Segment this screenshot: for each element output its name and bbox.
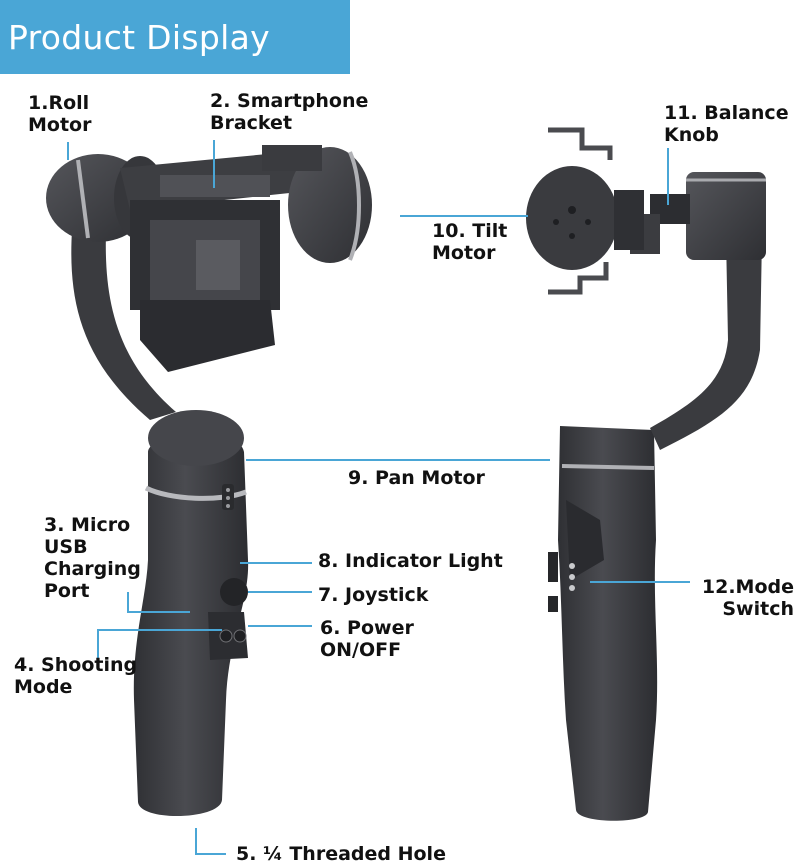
leader-shooting-mode [97,629,222,662]
front-gimbal [46,145,372,817]
label-indicator-light: 8. Indicator Light [318,550,503,572]
pan-silver-ring [144,485,247,501]
leader-usb-port [127,592,190,613]
label-mode-switch: 12.Mode Switch [701,576,794,620]
front-tilt-motor [262,145,372,263]
leader-lines [67,140,690,855]
side-gimbal [526,127,766,821]
label-shooting-mode: 4. Shooting Mode [14,654,138,698]
front-indicator-light [222,484,234,510]
pan-motor [148,410,244,466]
page-title: Product Display [8,18,270,57]
label-pan-motor: 9. Pan Motor [348,467,485,489]
smartphone-bracket-body [120,150,318,372]
leader-threaded-hole [195,828,226,855]
label-power: 6. Power ON/OFF [320,617,414,661]
label-roll-motor: 1.Roll Motor [28,92,92,136]
side-phone-clamp [548,127,613,295]
front-buttons [208,612,248,660]
label-balance-knob: 11. Balance Knob [664,102,789,146]
title-banner: Product Display [0,0,350,74]
label-threaded-hole: 5. ¼ Threaded Hole [236,843,446,865]
side-arm [650,236,762,450]
label-tilt-motor: 10. Tilt Motor [432,220,508,264]
label-smartphone-bracket: 2. Smartphone Bracket [210,90,369,134]
front-arm [71,230,176,420]
balance-knob-body [630,172,766,260]
side-tilt-motor [526,166,644,270]
mode-switch-dots [569,563,575,591]
label-micro-usb-port: 3. Micro USB Charging Port [44,514,141,602]
side-handle [558,426,658,821]
label-joystick: 7. Joystick [318,584,429,606]
joystick-knob [220,578,248,606]
front-handle [133,433,249,817]
